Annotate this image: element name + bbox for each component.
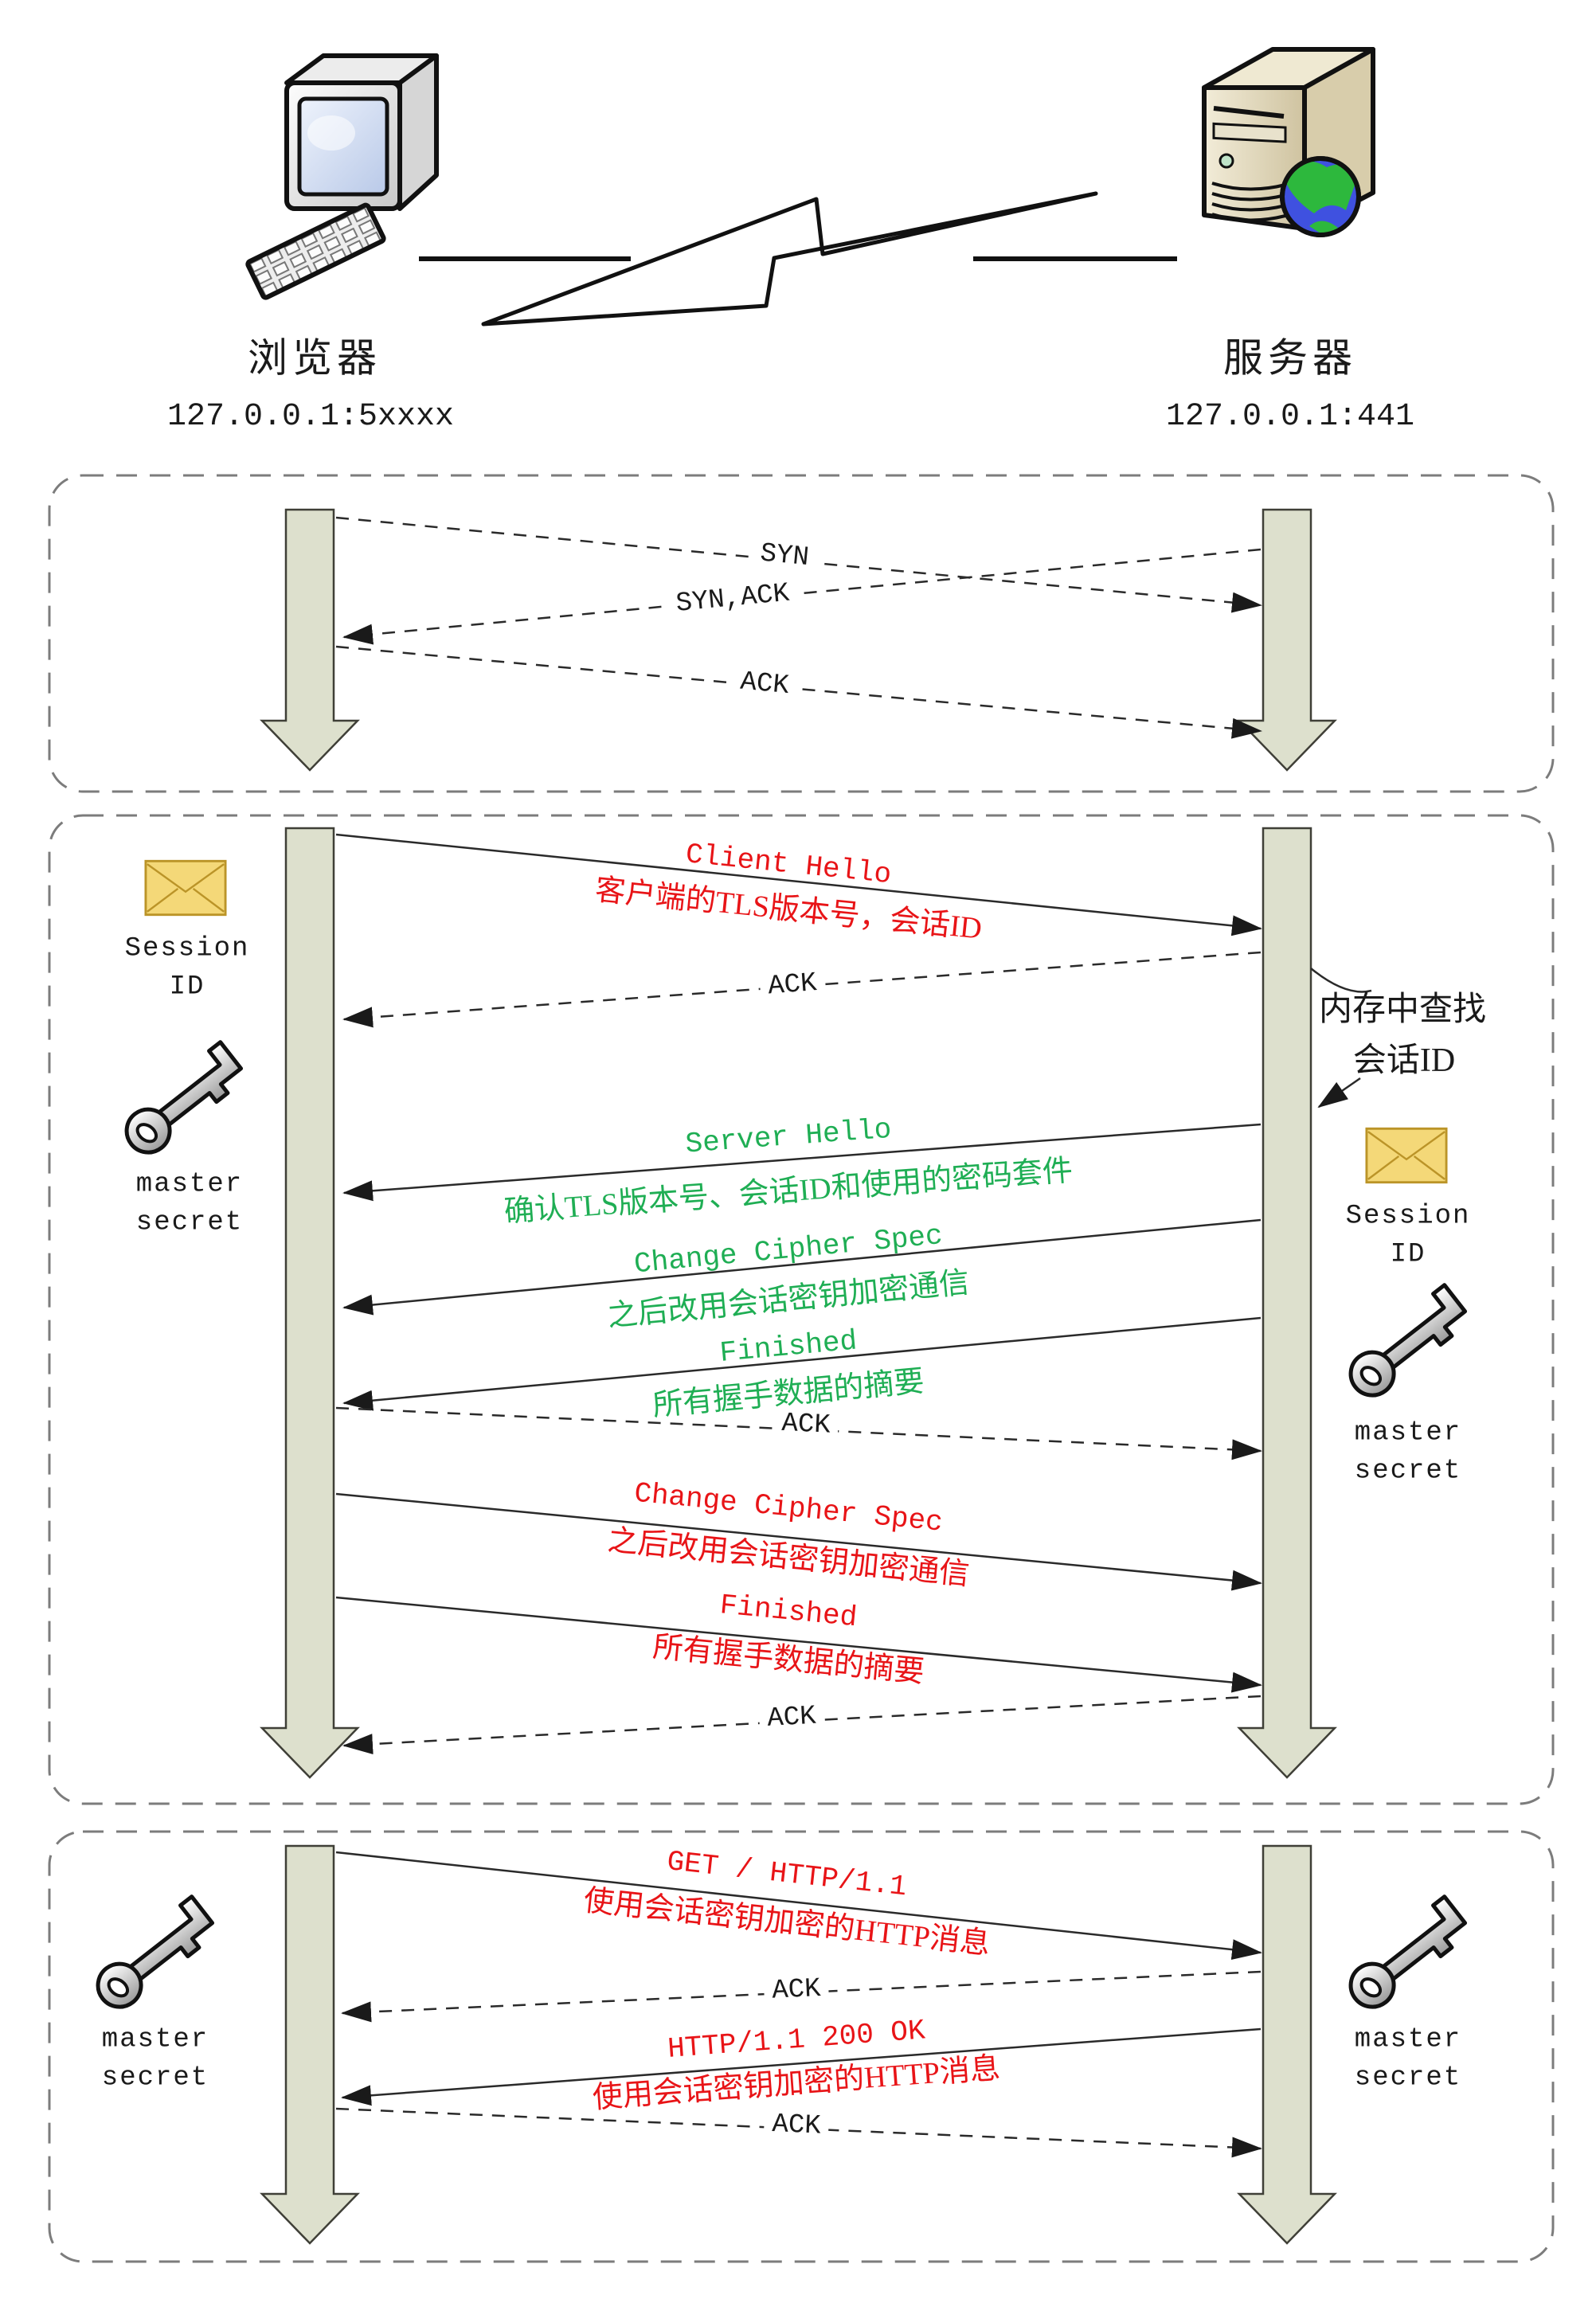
- session-id-envelope-icon: [144, 859, 227, 917]
- client-title: 浏览器: [248, 335, 381, 381]
- lookup-note-connector: [1310, 968, 1372, 1108]
- client-lifeline-tls: [260, 827, 360, 1779]
- server-master-secret-label2: secret: [1354, 1456, 1462, 1487]
- client-session-id-label: Session: [124, 933, 250, 964]
- server-icon: [1202, 47, 1375, 237]
- message-label-ack: ACK: [758, 1702, 825, 1735]
- http-exchange-box: [48, 1830, 1555, 2263]
- server-session-id-label: Session: [1345, 1201, 1471, 1232]
- server-note-line1: 内存中查找: [1318, 991, 1487, 1028]
- message-label-ack: ACK: [763, 2109, 830, 2143]
- tcp-handshake-box: [48, 474, 1555, 793]
- message-label-ack: ACK: [730, 667, 799, 703]
- http-message-arrows: [335, 1851, 1262, 2158]
- server-master-secret-label: master: [1354, 2024, 1462, 2055]
- client-master-secret-label: master: [101, 2024, 209, 2055]
- browser-computer-icon: [245, 53, 439, 300]
- session-id-envelope-icon: [1365, 1127, 1448, 1184]
- message-label-ack: ACK: [773, 1409, 839, 1442]
- server-address: 127.0.0.1:441: [1165, 399, 1415, 435]
- client-master-secret-label2: secret: [101, 2063, 209, 2094]
- keyboard-icon: [245, 202, 386, 300]
- server-lifeline-http: [1237, 1844, 1337, 2245]
- client-lifeline-http: [260, 1844, 360, 2245]
- tls-message-arrows: [335, 833, 1262, 1755]
- client-lifeline-tcp: [260, 508, 360, 772]
- client-address: 127.0.0.1:5xxxx: [166, 399, 455, 435]
- master-secret-key-icon: [1340, 1897, 1473, 2016]
- server-note-line2: 会话ID: [1352, 1042, 1456, 1079]
- server-lifeline-tls: [1237, 827, 1337, 1779]
- client-master-secret-label: master: [135, 1169, 244, 1200]
- client-session-id-label2: ID: [169, 972, 205, 1003]
- server-session-id-label2: ID: [1390, 1239, 1426, 1270]
- master-secret-key-icon: [1340, 1285, 1473, 1404]
- master-secret-key-icon: [115, 1042, 249, 1161]
- tls-handshake-box: [48, 814, 1555, 1805]
- network-link-icon: [419, 191, 1177, 326]
- power-led-icon: [1219, 153, 1234, 169]
- master-secret-key-icon: [87, 1897, 221, 2016]
- message-label-ack: ACK: [763, 1974, 830, 2008]
- server-master-secret-label: master: [1354, 1417, 1462, 1449]
- server-title: 服务器: [1223, 335, 1357, 381]
- globe-icon: [1280, 156, 1361, 237]
- server-master-secret-label2: secret: [1354, 2063, 1462, 2094]
- message-label-ack: ACK: [759, 968, 826, 1003]
- client-master-secret-label2: secret: [135, 1207, 244, 1238]
- tcp-message-arrows: [335, 516, 1262, 739]
- message-label-syn: SYN: [750, 539, 819, 575]
